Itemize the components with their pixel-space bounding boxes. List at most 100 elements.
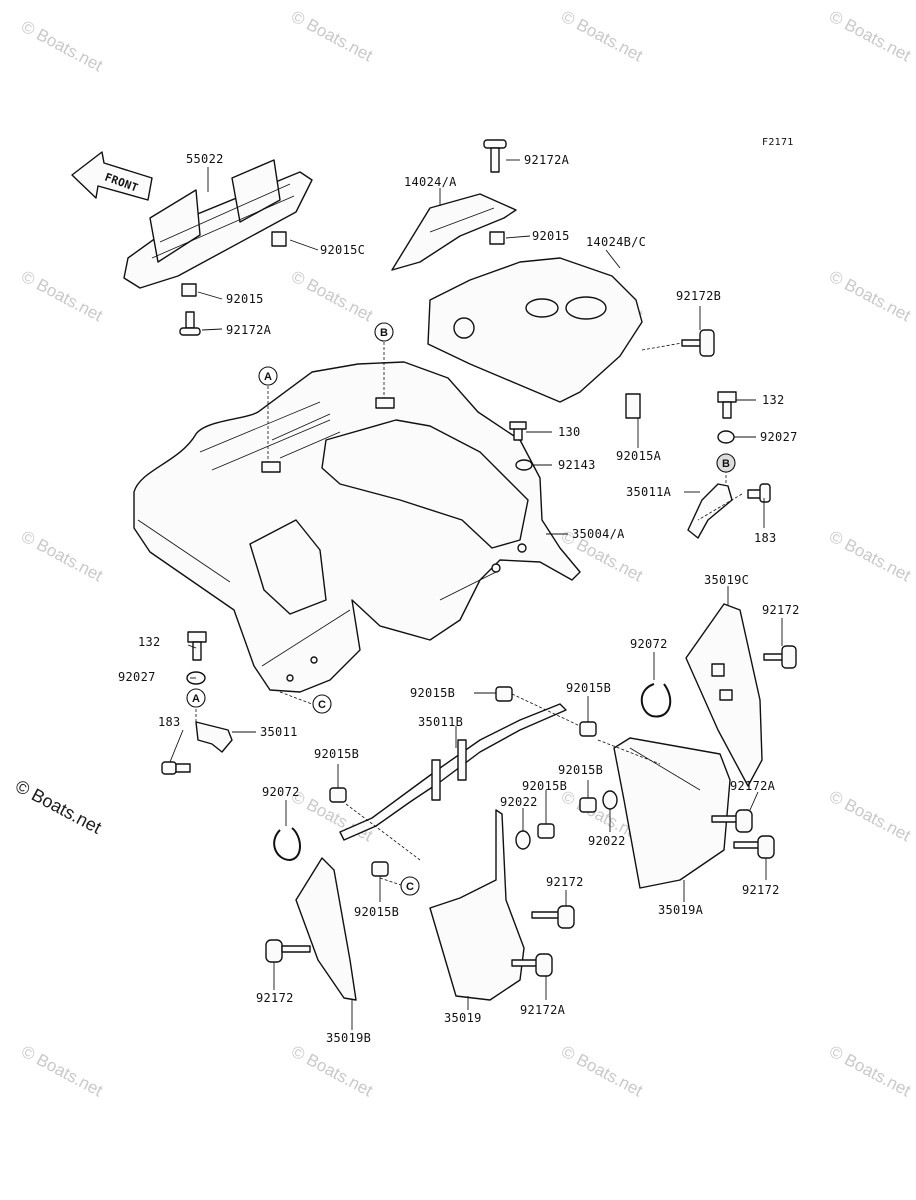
svg-text:B: B <box>722 458 730 470</box>
callout-92015b: 92015B <box>522 779 567 793</box>
side-cover <box>391 193 517 271</box>
callout-92015b: 92015B <box>314 747 359 761</box>
callout-92027: 92027 <box>118 670 156 684</box>
watermark: © Boats.net <box>288 7 376 66</box>
bracket-35011 <box>195 721 233 753</box>
grommet <box>515 459 533 471</box>
callout-35011b: 35011B <box>418 715 463 729</box>
mud-flap-35019 <box>429 809 525 1001</box>
callout-132: 132 <box>762 393 785 407</box>
svg-text:C: C <box>318 699 326 711</box>
bracket-35011a <box>687 483 733 539</box>
callout-92072: 92072 <box>630 637 668 651</box>
bolt <box>747 483 771 503</box>
watermark: © Boats.net <box>826 527 914 586</box>
callout-92015: 92015 <box>532 229 570 243</box>
watermark: © Boats.net <box>826 7 914 66</box>
ref-marker-a: A <box>186 688 206 708</box>
clip-nut <box>489 231 505 245</box>
figure-code: F2171 <box>762 137 794 148</box>
side-watermark: © Boats.net <box>12 776 105 838</box>
ref-marker-c: C <box>312 694 332 714</box>
bolt <box>483 139 507 173</box>
callout-92172a: 92172A <box>520 1003 566 1017</box>
bolt <box>187 631 207 661</box>
bolt <box>681 329 715 357</box>
front-arrow: FRONT <box>71 151 153 201</box>
ref-marker-b: B <box>716 453 736 473</box>
callout-35019: 35019 <box>444 1011 482 1025</box>
callout-92172a: 92172A <box>226 323 272 337</box>
top-cover <box>427 257 643 403</box>
watermark: © Boats.net <box>18 17 106 76</box>
watermark: © Boats.net <box>18 267 106 326</box>
watermark: © Boats.net <box>826 1042 914 1101</box>
callout-14024bc: 14024B/C <box>586 235 646 249</box>
callout-130: 130 <box>558 425 581 439</box>
callout-92172: 92172 <box>742 883 780 897</box>
svg-text:B: B <box>380 327 388 339</box>
callout-132: 132 <box>138 635 161 649</box>
leader-lines <box>169 159 783 1030</box>
rear-fender <box>133 361 581 693</box>
callout-35011a: 35011A <box>626 485 672 499</box>
callout-35019c: 35019C <box>704 573 749 587</box>
washer <box>515 830 531 850</box>
callout-92172b: 92172B <box>676 289 721 303</box>
callout-35011: 35011 <box>260 725 298 739</box>
nut <box>579 721 597 737</box>
callout-92015b: 92015B <box>410 686 455 700</box>
callout-92015c: 92015C <box>320 243 365 257</box>
callout-92015b: 92015B <box>558 763 603 777</box>
grommet <box>717 430 735 444</box>
nut <box>495 686 513 702</box>
callout-14024a: 14024/A <box>404 175 457 189</box>
watermark: © Boats.net <box>18 1042 106 1101</box>
callout-183: 183 <box>754 531 777 545</box>
ref-marker-b: B <box>374 322 394 342</box>
callout-92172a: 92172A <box>730 779 776 793</box>
ref-marker-c: C <box>400 876 420 896</box>
callout-92027: 92027 <box>760 430 798 444</box>
clamp <box>640 683 672 718</box>
callout-92015b: 92015B <box>566 681 611 695</box>
callout-92022: 92022 <box>588 834 626 848</box>
mud-flap-35019c <box>685 603 763 787</box>
bolt <box>717 391 737 419</box>
clamp <box>273 827 301 862</box>
bolt <box>511 953 553 977</box>
ref-marker-a: A <box>258 366 278 386</box>
callout-92015: 92015 <box>226 292 264 306</box>
watermark: © Boats.net <box>288 1042 376 1101</box>
bolt <box>161 761 191 775</box>
callout-92172: 92172 <box>762 603 800 617</box>
bracket-35011b <box>339 703 567 841</box>
callout-35019a: 35019A <box>658 903 704 917</box>
callout-labels: 55022 92015C 92015 92172A 92172A 14024/A… <box>118 152 800 1045</box>
watermark: © Boats.net <box>288 267 376 326</box>
bolt <box>763 645 797 669</box>
washer <box>602 790 618 810</box>
bolt <box>265 939 311 963</box>
clip-nut <box>181 283 197 297</box>
callout-92172: 92172 <box>546 875 584 889</box>
nut <box>537 823 555 839</box>
front-carrier-rack <box>123 159 313 289</box>
callout-92172: 92172 <box>256 991 294 1005</box>
callout-35004a: 35004/A <box>572 527 625 541</box>
watermark: © Boats.net <box>558 7 646 66</box>
callout-92143: 92143 <box>558 458 596 472</box>
nut <box>371 861 389 877</box>
callout-55022: 55022 <box>186 152 224 166</box>
bolt <box>509 421 527 441</box>
callout-92072: 92072 <box>262 785 300 799</box>
callout-35019b: 35019B <box>326 1031 371 1045</box>
callout-92172a: 92172A <box>524 153 570 167</box>
bolt <box>733 835 775 859</box>
callout-183: 183 <box>158 715 181 729</box>
watermark: © Boats.net <box>558 1042 646 1101</box>
callout-92015a: 92015A <box>616 449 662 463</box>
bolt <box>531 905 575 929</box>
callout-92022: 92022 <box>500 795 538 809</box>
